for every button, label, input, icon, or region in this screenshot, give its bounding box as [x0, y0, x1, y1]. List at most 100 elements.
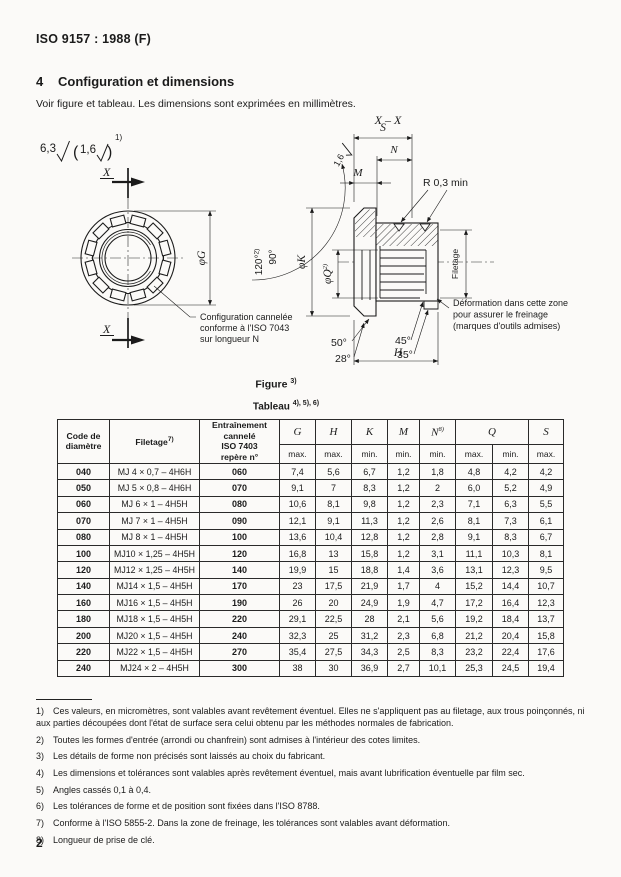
col-header-h: H	[315, 418, 352, 446]
table-cell: 190	[199, 594, 280, 612]
figure-caption: Figure 3)	[36, 378, 516, 391]
table-cell: 6,1	[528, 512, 564, 530]
subheader-q-min: min.	[492, 444, 529, 464]
table-cell: 12,3	[528, 594, 564, 612]
dim-phi-g	[134, 210, 216, 306]
hatch-body	[376, 224, 438, 246]
table-cell: MJ 8 × 1 – 4H5H	[109, 528, 200, 546]
table-cell: MJ 6 × 1 – 4H5H	[109, 495, 200, 514]
table-cell: 1,2	[387, 462, 420, 481]
table-cell: 22,4	[492, 643, 529, 661]
col-header-filetage: Filetage7)	[109, 419, 200, 464]
table-cell: 7,4	[279, 462, 316, 481]
dim-h	[353, 312, 439, 365]
table-cell: 17,2	[455, 594, 493, 612]
table-cell: 1,2	[387, 479, 420, 497]
table-cell: MJ20 × 1,5 – 4H5H	[109, 626, 200, 645]
technical-figure: X X φG 6,3 ( 1,6 ) 1)	[0, 112, 621, 380]
table-cell: 5,6	[315, 462, 352, 481]
figure-caption-text: Figure	[255, 378, 288, 391]
table-cell: MJ14 × 1,5 – 4H5H	[109, 577, 200, 596]
table-cell: 17,6	[528, 643, 564, 661]
table-cell: 13,7	[528, 610, 564, 628]
table-cell: 9,8	[351, 495, 388, 514]
spline-note-line3: sur longueur N	[200, 334, 259, 344]
table-cell: 220	[57, 643, 110, 661]
footnote-item: 3)Les détails de forme non précisés sont…	[36, 751, 326, 762]
table-cell: 36,9	[351, 659, 388, 678]
subheader-n-min: min.	[419, 444, 456, 464]
roughness-check-icon	[56, 140, 70, 163]
angle-45-label: 45°	[395, 335, 411, 347]
table-cell: 240	[57, 659, 110, 678]
table-cell: MJ18 × 1,5 – 4H5H	[109, 610, 200, 628]
table-cell: 120	[199, 544, 280, 563]
table-cell: 13,6	[279, 528, 316, 546]
dim-n	[376, 156, 413, 216]
footnote-item: 5)Angles cassés 0,1 à 0,4.	[36, 784, 152, 795]
col-header-g: G	[279, 418, 316, 446]
table-cell: 4,9	[528, 479, 564, 497]
dim-m-label: M	[352, 167, 363, 179]
table-cell: MJ10 × 1,25 – 4H5H	[109, 544, 200, 563]
table-cell: 4,8	[455, 462, 493, 481]
table-cell: 1,4	[387, 561, 420, 579]
table-cell: 12,3	[492, 561, 529, 579]
dim-phi-k	[306, 207, 350, 317]
table-cell: 6,7	[528, 528, 564, 546]
table-cell: 28	[351, 610, 388, 628]
table-cell: 32,3	[279, 626, 316, 645]
col-header-k: K	[351, 418, 388, 446]
table-cell: 140	[199, 561, 280, 579]
col-header-s: S	[528, 418, 564, 446]
table-cell: 21,9	[351, 577, 388, 596]
table-cell: 180	[57, 610, 110, 628]
deformation-note-line1: Déformation dans cette zone	[453, 298, 568, 308]
table-caption: Tableau 4), 5), 6)	[36, 400, 536, 412]
roughness-6-3: 6,3	[40, 143, 56, 155]
table-cell: 2,1	[387, 610, 420, 628]
table-cell: 15,8	[351, 544, 388, 563]
dim-n-label: N	[389, 144, 398, 156]
table-cell: 8,3	[351, 479, 388, 497]
spline-teeth	[84, 214, 172, 302]
figure-drawing: X X φG 6,3 ( 1,6 ) 1)	[40, 113, 568, 365]
table-cell: 34,3	[351, 643, 388, 661]
table-cell: 18,4	[492, 610, 529, 628]
groove-notch	[393, 223, 405, 232]
section-outline	[353, 207, 439, 317]
table-cell: 140	[57, 577, 110, 596]
col-header-q: Q	[455, 418, 529, 446]
table-cell: 2,7	[387, 659, 420, 678]
table-cell: 6,7	[351, 462, 388, 481]
table-cell: 25,3	[455, 659, 493, 678]
thread-label: Filetage	[450, 249, 460, 280]
table-cell: 9,1	[279, 479, 316, 497]
footnote-item: 8)Longueur de prise de clé.	[36, 834, 155, 845]
deformation-note-line2: pour assurer le freinage	[453, 310, 548, 320]
angle-90-label: 90°	[268, 249, 279, 264]
table-cell: 040	[57, 462, 110, 481]
table-caption-text: Tableau	[252, 401, 290, 413]
table-cell: 2,6	[419, 512, 456, 530]
table-cell: 4,2	[528, 462, 564, 481]
table-cell: 300	[199, 659, 280, 678]
table-cell: 17,5	[315, 577, 352, 596]
angle-120-label: 120°2)	[254, 249, 266, 275]
table-cell: 8,3	[492, 528, 529, 546]
section-number: 4	[36, 74, 44, 89]
deformation-tail	[423, 301, 439, 310]
dim-s-label: S	[380, 122, 386, 134]
subheader-m-min: min.	[387, 444, 420, 464]
table-cell: 13	[315, 544, 352, 563]
table-cell: 10,7	[528, 577, 564, 596]
table-cell: 24,5	[492, 659, 529, 678]
table-cell: 12,8	[351, 528, 388, 546]
spline-note: Configuration cannelée conforme à l'ISO …	[153, 285, 293, 344]
dim-phi-g-label: φG	[196, 250, 208, 265]
angle-28-label: 28°	[335, 353, 351, 365]
table-cell: 2,3	[419, 495, 456, 514]
